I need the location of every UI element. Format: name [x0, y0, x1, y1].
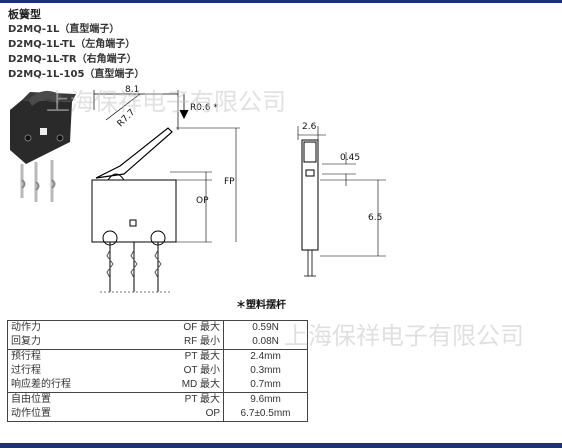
plastic-lever-note: ＊塑料摆杆	[236, 298, 286, 311]
spec-value: 9.6mm	[223, 392, 308, 407]
spec-name: 预行程	[6, 349, 128, 364]
dim-op-label: OP	[196, 196, 209, 206]
side-view-drawing	[297, 126, 386, 277]
table-row: 过行程 OT 最小 0.3mm	[6, 364, 308, 378]
spec-table: 动作力 OF 最大 0.59N 回复力 RF 最小 0.08N 预行程 PT 最…	[6, 320, 308, 422]
model-line: D2MQ-1L（直型端子）	[8, 24, 120, 35]
dim-2-6-label: 2.6	[302, 122, 317, 132]
spec-code: RF 最小	[127, 335, 225, 350]
spec-name: 回复力	[6, 335, 128, 350]
model-line: D2MQ-1L-TL（左角端子）	[8, 39, 136, 50]
spec-value: 6.7±0.5mm	[223, 407, 308, 422]
spec-name: 动作位置	[6, 407, 128, 422]
spec-value: 0.7mm	[223, 378, 308, 393]
spec-code: OP	[127, 407, 225, 422]
dim-0-45-label: 0.45	[340, 153, 360, 163]
watermark: 上海保祥电子有限公司	[284, 322, 524, 350]
top-border	[0, 0, 562, 3]
spec-value: 2.4mm	[223, 349, 308, 364]
table-row: 动作力 OF 最大 0.59N	[6, 320, 308, 335]
table-row: 动作位置 OP 6.7±0.5mm	[6, 407, 308, 422]
table-row: 自由位置 PT 最大 9.6mm	[6, 392, 308, 407]
spec-code: MD 最大	[127, 378, 225, 393]
spec-code: PT 最大	[127, 349, 225, 364]
spec-name: 响应差的行程	[6, 378, 128, 393]
spec-code: PT 最大	[127, 392, 225, 407]
dim-6-5-label: 6.5	[368, 213, 382, 223]
model-line: D2MQ-1L-105（直型端子）	[8, 69, 145, 80]
table-row: 响应差的行程 MD 最大 0.7mm	[6, 378, 308, 393]
table-row: 预行程 PT 最大 2.4mm	[6, 349, 308, 364]
spec-name: 过行程	[6, 364, 128, 378]
front-view-drawing	[91, 90, 240, 293]
technical-diagram: 8.1 R7.7 R0.6 * OP FP 2.6 0.45 6.5 ＊塑料摆杆…	[10, 85, 386, 311]
dim-r0-6-label: R0.6 *	[190, 103, 218, 113]
page-title: 板簧型	[8, 8, 41, 21]
spec-value: 0.08N	[223, 335, 308, 350]
model-line: D2MQ-1L-TR（右角端子）	[8, 54, 137, 65]
spec-value: 0.59N	[223, 320, 308, 335]
spec-name: 动作力	[6, 320, 128, 335]
spec-code: OT 最小	[127, 364, 225, 378]
spec-name: 自由位置	[6, 392, 128, 407]
spec-value: 0.3mm	[223, 364, 308, 378]
dim-fp-label: FP	[224, 177, 235, 187]
dim-8-1-label: 8.1	[125, 85, 139, 95]
document-header: 板簧型 D2MQ-1L（直型端子） D2MQ-1L-TL（左角端子） D2MQ-…	[8, 7, 144, 82]
watermark: 上海保祥电子有限公司	[46, 88, 286, 116]
bottom-border	[0, 443, 562, 448]
spec-code: OF 最大	[127, 320, 225, 335]
product-photo	[10, 90, 76, 202]
table-row: 回复力 RF 最小 0.08N	[6, 335, 308, 350]
